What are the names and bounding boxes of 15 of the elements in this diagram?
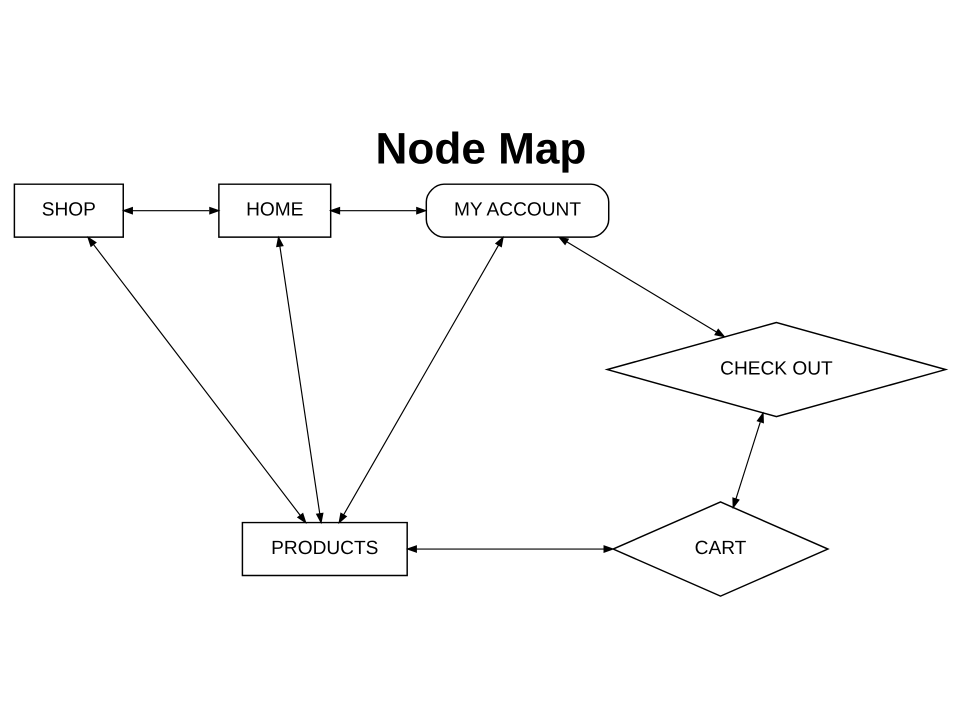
diagram-title: Node Map bbox=[376, 124, 586, 174]
node-diamond: CART bbox=[611, 501, 830, 597]
arrow bbox=[276, 236, 324, 524]
node-box: MY ACCOUNT bbox=[426, 183, 610, 238]
arrow bbox=[558, 236, 726, 338]
arrow bbox=[122, 206, 220, 215]
arrow bbox=[406, 545, 615, 553]
arrow bbox=[86, 236, 307, 524]
arrow bbox=[328, 206, 428, 215]
arrow bbox=[338, 236, 504, 524]
arrow bbox=[732, 412, 764, 510]
node-diamond: CHECK OUT bbox=[604, 322, 948, 418]
node-box: HOME bbox=[218, 183, 332, 238]
node-box: PRODUCTS bbox=[242, 522, 408, 576]
node-box: SHOP bbox=[14, 183, 124, 238]
